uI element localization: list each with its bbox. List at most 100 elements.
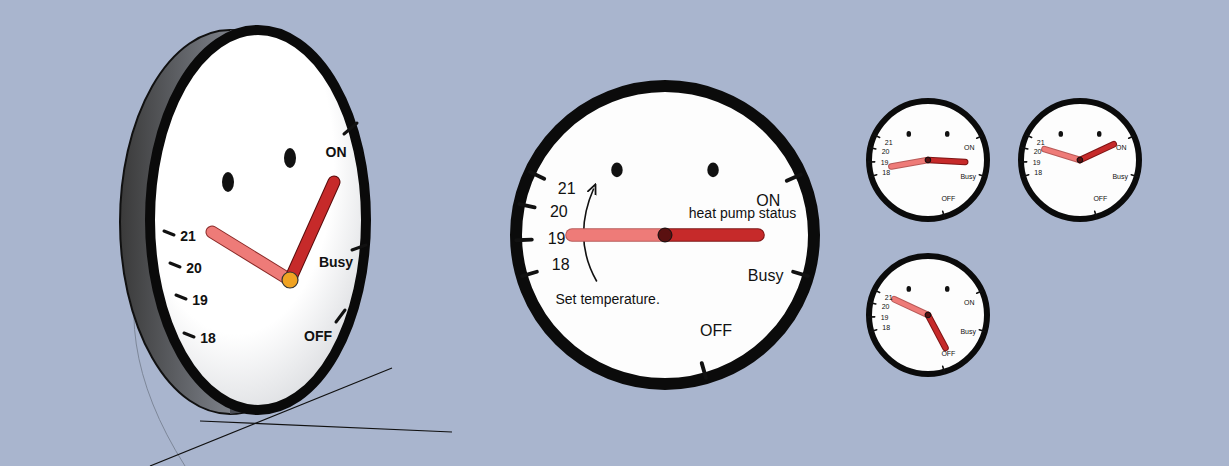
eye <box>906 131 911 137</box>
scale-tick <box>702 363 706 378</box>
gauge-rim <box>869 256 987 374</box>
hand-edge <box>894 299 928 315</box>
scale-tick <box>1095 211 1097 217</box>
scale-tick <box>977 291 983 294</box>
hand-edge <box>928 315 945 348</box>
scale-tick <box>869 316 875 318</box>
scale-number: 20 <box>882 302 890 309</box>
scale-tick <box>943 366 945 372</box>
scale-tick <box>977 136 983 139</box>
scale-number: 19 <box>1033 158 1041 165</box>
status-mark: Busy <box>960 328 976 335</box>
hand-edge <box>891 160 928 166</box>
gauge-hand <box>212 232 290 280</box>
pivot <box>925 312 931 318</box>
scale-number: 21 <box>1037 138 1045 145</box>
scale-tick <box>874 135 880 138</box>
hand-label: Set temperature. <box>556 292 660 306</box>
scale-number: 20 <box>550 204 568 220</box>
status-mark: ON <box>1116 143 1127 150</box>
scale-tick <box>352 245 366 250</box>
hand-edge <box>572 228 665 242</box>
scale-tick <box>164 231 174 235</box>
gauge-face: 21 20 19 18 ON BusyOFF <box>866 253 990 377</box>
eye <box>945 286 950 292</box>
scale-number: 18 <box>882 323 890 330</box>
status-mark: ON <box>326 145 347 159</box>
status-mark: OFF <box>941 350 955 357</box>
scale-number: 19 <box>881 158 889 165</box>
scale-number: 19 <box>881 313 889 320</box>
gauge-rim <box>869 101 987 219</box>
scale-number: 18 <box>552 257 570 273</box>
status-mark: OFF <box>1093 195 1107 202</box>
pivot <box>1077 157 1083 163</box>
hand-edge <box>1044 149 1080 160</box>
scale-number: 21 <box>180 229 196 243</box>
gauge-rim <box>150 30 366 410</box>
scale-tick <box>519 204 534 207</box>
scale-tick <box>943 211 945 217</box>
scale-tick <box>874 290 880 293</box>
scale-tick <box>793 272 808 276</box>
scale-number: 18 <box>882 168 890 175</box>
status-mark: OFF <box>304 329 332 343</box>
scale-number: 21 <box>885 138 893 145</box>
scale-tick <box>1023 175 1029 177</box>
scale-tick <box>344 123 357 134</box>
scale-number: 18 <box>200 331 216 345</box>
status-mark: Busy <box>319 255 353 269</box>
pivot <box>925 157 931 163</box>
gauge-hand <box>928 160 965 162</box>
status-mark: OFF <box>700 323 732 339</box>
hand-edge <box>665 228 758 242</box>
hand-edge <box>1080 144 1114 160</box>
eye <box>906 286 911 292</box>
status-mark: Busy <box>1112 173 1128 180</box>
scale-tick <box>787 174 801 180</box>
scale-tick <box>869 161 875 163</box>
scale-tick <box>1022 148 1028 149</box>
hand-edge <box>212 232 290 280</box>
eye <box>611 163 622 178</box>
scale-tick <box>1021 161 1027 163</box>
hand-label: heat pump status <box>689 206 796 220</box>
scale-number: 18 <box>1034 168 1042 175</box>
scale-tick <box>1129 136 1135 139</box>
status-mark: Busy <box>960 173 976 180</box>
status-mark: OFF <box>941 195 955 202</box>
eye <box>222 172 234 192</box>
scale-number: 19 <box>548 231 566 247</box>
scale-tick <box>176 295 186 299</box>
gauge-rim <box>516 86 814 384</box>
scale-number: 21 <box>885 293 893 300</box>
eye <box>1058 131 1063 137</box>
pivot <box>282 272 298 288</box>
gauge-hand <box>894 299 928 315</box>
status-mark: ON <box>964 298 975 305</box>
scale-tick <box>170 263 180 267</box>
eye <box>1097 131 1102 137</box>
scale-tick <box>1131 175 1137 177</box>
scale-tick <box>1026 135 1032 138</box>
gauge-face: 21 20 19 18 ON BusyOFF <box>866 98 990 222</box>
scale-number: 20 <box>186 261 202 275</box>
status-mark: Busy <box>748 268 784 284</box>
pivot <box>658 228 672 242</box>
status-mark: ON <box>964 143 975 150</box>
gauge-hand <box>572 229 665 241</box>
scale-tick <box>530 172 544 179</box>
scale-tick <box>870 148 876 149</box>
gauge-hand <box>665 229 758 241</box>
gauge-hand <box>891 160 928 166</box>
scale-tick <box>184 333 194 337</box>
gauge-outline <box>95 15 395 435</box>
scale-tick <box>871 330 877 332</box>
eye <box>284 148 296 168</box>
scale-number: 21 <box>558 181 576 197</box>
gauge-face: 21201918ONBusyOFFheat pump statusSet tem… <box>510 80 820 390</box>
scale-tick <box>870 303 876 304</box>
scale-number: 20 <box>882 147 890 154</box>
gauge-hand <box>1080 144 1114 160</box>
